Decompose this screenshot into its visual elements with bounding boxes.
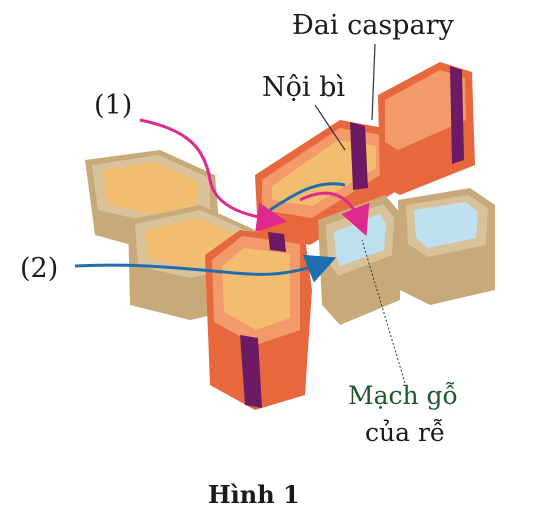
casparian-strip-front-upper bbox=[268, 232, 286, 252]
figure-caption: Hình 1 bbox=[208, 480, 300, 509]
path-2-arrow bbox=[74, 254, 337, 283]
endodermis-cell-far bbox=[378, 62, 475, 195]
path-2-label: (2) bbox=[20, 253, 59, 284]
casparian-strip-far bbox=[450, 66, 464, 164]
path-1-arrow-inner bbox=[299, 191, 370, 237]
casparian-strip-back bbox=[350, 122, 368, 190]
path-2-arrow-upper bbox=[269, 182, 346, 212]
cortex-cell-upper-left bbox=[85, 150, 220, 250]
vascular-cell-right bbox=[398, 188, 495, 305]
casparian-strip-front-lower bbox=[240, 335, 262, 408]
endodermis-label: Nội bì bbox=[262, 72, 346, 103]
endodermis-cell-front bbox=[205, 230, 312, 410]
path-1-arrow bbox=[139, 118, 287, 233]
xylem-cell bbox=[318, 195, 402, 325]
xylem-label-line1: Mạch gỗ bbox=[348, 381, 458, 410]
leader-casparian bbox=[371, 43, 376, 121]
leader-endodermis bbox=[314, 104, 346, 151]
leader-xylem bbox=[361, 239, 406, 384]
casparian-strip-label: Đai caspary bbox=[292, 10, 454, 41]
path-1-label: (1) bbox=[94, 90, 133, 121]
xylem-label-line2: của rễ bbox=[365, 418, 446, 447]
